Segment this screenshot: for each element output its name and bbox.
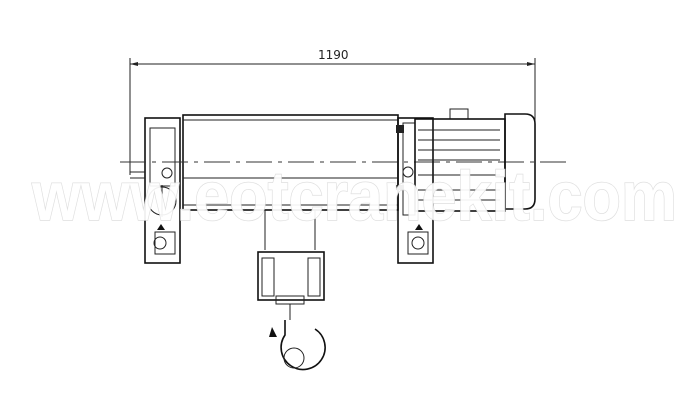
hook-block [257,251,326,371]
watermark-text: www.eotcranekit.com [31,157,677,235]
right-end-plate [396,117,434,264]
left-end-plate [130,117,181,264]
motor [414,108,536,212]
overall-length-dimension: 1190 [129,48,536,175]
dimension-label: 1190 [318,48,349,62]
